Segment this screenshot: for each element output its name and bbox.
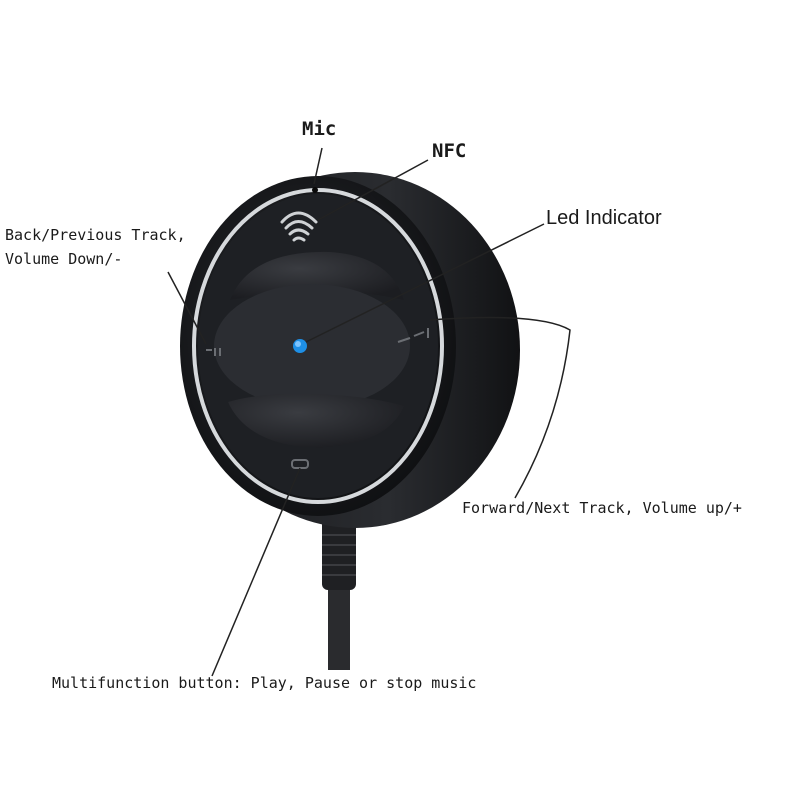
center-pad (214, 284, 410, 408)
back-leader (167, 271, 207, 345)
back-button-mark (206, 348, 221, 356)
mic-hole (312, 187, 318, 193)
forward-next-label: Forward/Next Track, Volume up/+ (462, 499, 742, 517)
mic-leader (313, 147, 323, 185)
nfc-label: NFC (432, 140, 467, 162)
cable-strain-relief (322, 512, 356, 590)
forward-leader (429, 316, 571, 499)
multifunction-leader (211, 467, 301, 677)
nfc-icon (280, 211, 318, 242)
led-indicator-label: Led Indicator (546, 207, 662, 229)
nfc-leader (317, 159, 429, 221)
leader-lines (167, 147, 571, 677)
cable-ridges (322, 534, 356, 576)
top-button[interactable] (230, 251, 404, 300)
led-leader (305, 223, 545, 343)
forward-button-mark (397, 328, 429, 343)
multifunction-button[interactable] (228, 393, 404, 448)
mic-label: Mic (302, 118, 337, 140)
back-previous-label: Back/Previous Track, Volume Down/- (5, 223, 186, 271)
multifunction-label: Multifunction button: Play, Pause or sto… (52, 674, 477, 692)
back-label-line2: Volume Down/- (5, 250, 123, 268)
led-glow (295, 341, 301, 347)
back-label-line1: Back/Previous Track, (5, 226, 186, 244)
